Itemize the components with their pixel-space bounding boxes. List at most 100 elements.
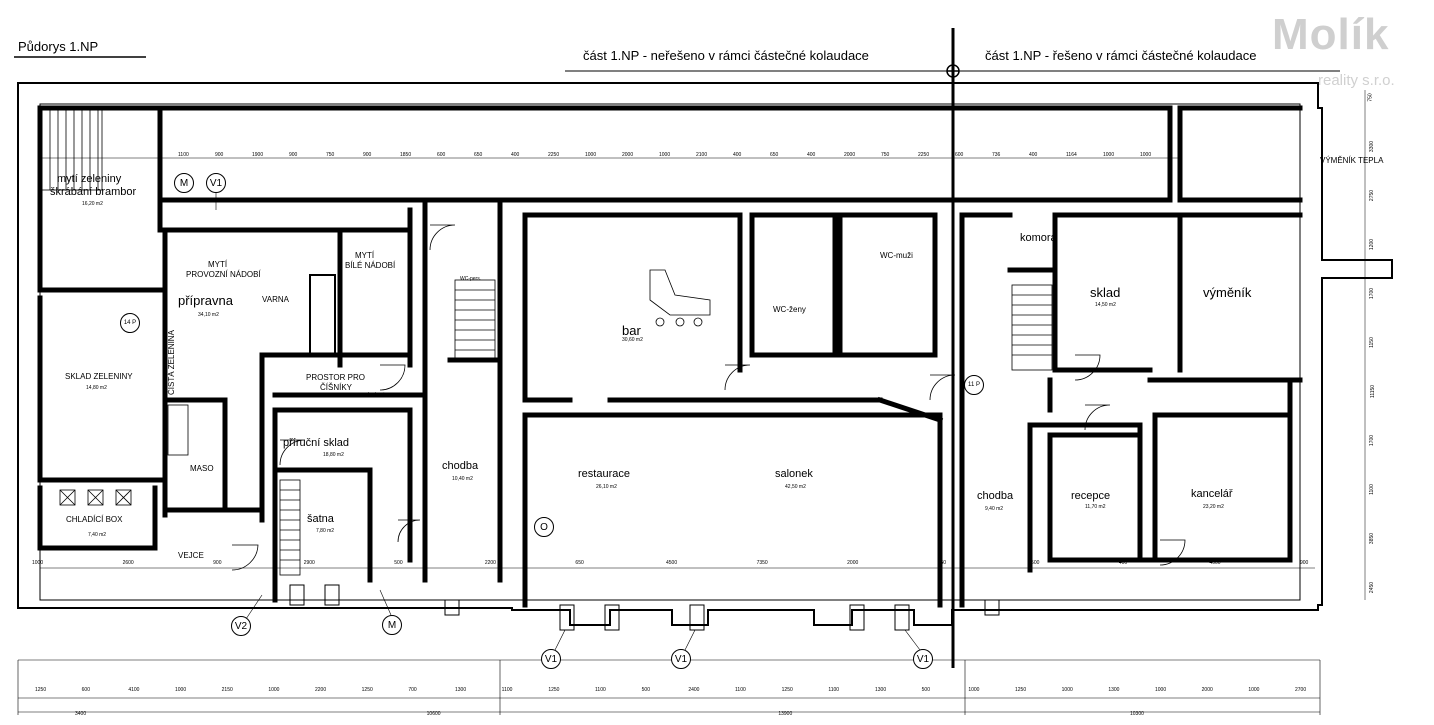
- dimension-label: 1150: [1368, 337, 1375, 348]
- dimension-label: 2700: [1295, 687, 1307, 693]
- dimension-label: 600: [81, 687, 90, 693]
- dimension-label: 750: [326, 152, 335, 158]
- room-label-vymenik: výměník: [1203, 285, 1252, 300]
- room-label-chladici-box: CHLADÍCÍ BOX: [66, 515, 123, 524]
- room-label-skrabani: škrábání brambor: [50, 186, 137, 198]
- dimension-label: 400: [807, 152, 816, 158]
- dimension-label: 900: [289, 152, 298, 158]
- molik-logo: Molík: [1272, 10, 1390, 59]
- hydrant-label: hydrant: [368, 392, 385, 398]
- dimension-label: 600: [955, 152, 964, 158]
- header-resolved-part: část 1.NP - řešeno v rámci částečné kola…: [985, 48, 1257, 63]
- room-area-salonek: 42,50 m2: [785, 484, 806, 490]
- dimension-label: 2750: [1369, 189, 1376, 202]
- dimension-label: 2250: [548, 152, 560, 158]
- room-label-pripravna: přípravna: [178, 293, 233, 308]
- room-label-vymenik-tepla: VÝMĚNÍK TEPLA: [1320, 156, 1384, 165]
- dimension-label: 1300: [1108, 687, 1120, 693]
- room-area-myti-zeleniny: 16,20 m2: [82, 201, 103, 207]
- room-area-recepce: 11,70 m2: [1085, 504, 1106, 510]
- room-label-wc-zeny: WC-ženy: [773, 305, 806, 314]
- dimension-label: 1000: [268, 687, 280, 693]
- dimension-label: 4100: [128, 687, 140, 693]
- marker-v1-right: V1: [913, 649, 933, 669]
- dimension-label: 2250: [918, 152, 930, 158]
- dimension-label: 3400: [75, 711, 87, 717]
- dimension-label: 2100: [696, 152, 708, 158]
- dimension-label: 2200: [315, 687, 327, 693]
- room-label-varna: VARNA: [262, 295, 289, 304]
- dimension-label: 2500: [1028, 560, 1040, 566]
- room-label-kancelar: kancelář: [1191, 488, 1233, 500]
- room-label-cisniky: ČÍŠNÍKY: [320, 383, 353, 392]
- dimension-label: 2400: [688, 687, 700, 693]
- dimension-label: 750: [1367, 93, 1374, 102]
- marker-11p: 11 P: [964, 375, 984, 395]
- dimension-label: 650: [575, 560, 584, 566]
- marker-o: O: [534, 517, 554, 537]
- room-label-satna: šatna: [307, 513, 334, 525]
- dimension-label: 4000: [1209, 560, 1221, 566]
- room-label-maso: MASO: [190, 464, 214, 473]
- dimension-label: 1000: [1061, 687, 1073, 693]
- room-label-myti-zeleniny: mytí zeleniny: [57, 173, 122, 185]
- dimension-label: 2000: [1201, 687, 1213, 693]
- dimension-label: 1300: [455, 687, 467, 693]
- room-area-pripravna: 34,10 m2: [198, 312, 219, 318]
- dimension-label: 1300: [875, 687, 887, 693]
- dimension-label: 1100: [828, 687, 840, 693]
- dimension-label: 900: [363, 152, 372, 158]
- dimension-label: 1100: [501, 687, 513, 693]
- dimension-label: 1900: [252, 152, 264, 158]
- dimension-label: 650: [770, 152, 779, 158]
- dimension-label: 1000: [1155, 687, 1167, 693]
- marker-m-bottom: M: [382, 615, 402, 635]
- dimension-label: 750: [881, 152, 890, 158]
- room-label-wc-pers: WC-pers.: [460, 276, 482, 282]
- dimension-label: 11150: [1370, 384, 1377, 399]
- dimension-label: 1000: [1103, 152, 1115, 158]
- dimension-label: 500: [394, 560, 403, 566]
- room-label-sklad-zeleniny: SKLAD ZELENINY: [65, 372, 133, 381]
- dimension-label: 1000: [659, 152, 671, 158]
- marker-v1-left: V1: [541, 649, 561, 669]
- dimension-label: 600: [437, 152, 446, 158]
- dimension-label: 2450: [1369, 581, 1376, 594]
- dimension-label: 400: [1029, 152, 1038, 158]
- marker-m-top: M: [174, 173, 194, 193]
- room-label-prostor-cisniky: PROSTOR PRO: [306, 373, 365, 382]
- dimension-label: 10600: [426, 711, 441, 717]
- dimension-label: 400: [733, 152, 742, 158]
- dimension-label: 7350: [756, 560, 768, 566]
- room-label-restaurace: restaurace: [578, 468, 630, 480]
- dimension-label: 1200: [1369, 238, 1376, 251]
- logo-subtitle: reality s.r.o.: [1318, 72, 1395, 89]
- room-label-sklad: sklad: [1090, 285, 1121, 300]
- dimension-label: 1250: [35, 687, 47, 693]
- room-area-satna: 7,80 m2: [316, 528, 335, 534]
- dimension-label: 1250: [781, 687, 793, 693]
- room-area-chodba-1: 10,40 m2: [452, 476, 473, 482]
- marker-v1-middle: V1: [671, 649, 691, 669]
- dimension-label: 400: [1118, 560, 1128, 566]
- dimension-label: 900: [1300, 560, 1309, 566]
- room-label-komora: komora: [1020, 232, 1057, 244]
- room-label-myti-provozni: MYTÍ: [208, 260, 228, 269]
- dimension-label: 2150: [221, 687, 233, 693]
- dimension-label: 13900: [778, 711, 793, 717]
- dimension-label: 1000: [585, 152, 597, 158]
- room-area-chladici-box: 7,40 m2: [88, 532, 107, 538]
- dimension-label: 1250: [548, 687, 560, 693]
- dimension-label: 1250: [361, 687, 373, 693]
- dimension-label: 3850: [1369, 532, 1376, 545]
- dimension-label: 2900: [303, 560, 315, 566]
- dimension-label: 1100: [1368, 484, 1375, 495]
- dimension-label: 900: [215, 152, 224, 158]
- room-area-chodba-2: 9,40 m2: [985, 506, 1004, 512]
- room-area-bar: 30,60 m2: [622, 337, 643, 343]
- dimension-label: 650: [474, 152, 483, 158]
- dimension-label: 1000: [1140, 152, 1152, 158]
- room-label-vejce: VEJCE: [178, 551, 204, 560]
- room-label-cista-zelenina: ČISTÁ ZELENINA: [167, 330, 176, 395]
